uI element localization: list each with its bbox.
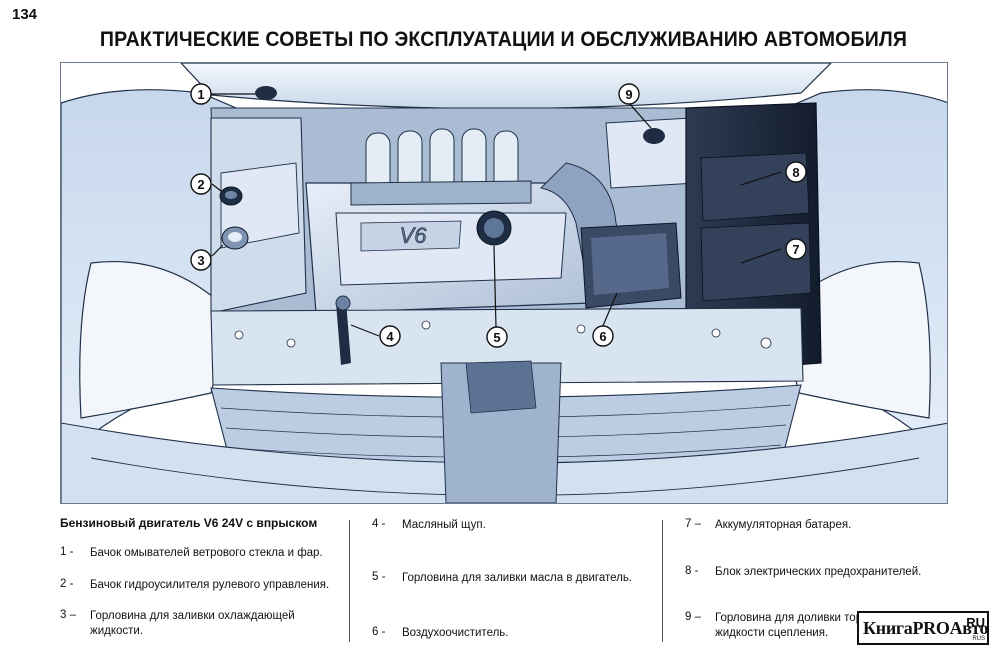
legend-item-text: Бачок омывателей ветрового стекла и фар. bbox=[90, 547, 323, 559]
legend-heading: Бензиновый двигатель V6 24V с впрыском bbox=[60, 516, 318, 530]
legend-item-number: 6 - bbox=[372, 626, 386, 638]
svg-text:7: 7 bbox=[792, 242, 799, 257]
legend-item-5: 5 - Горловина для заливки масла в двигат… bbox=[372, 571, 632, 586]
callout-2: 2 bbox=[190, 173, 212, 195]
legend-item-text: Воздухоочиститель. bbox=[402, 627, 509, 639]
svg-text:5: 5 bbox=[493, 330, 500, 345]
legend-item-2: 2 - Бачок гидроусилителя рулевого управл… bbox=[60, 578, 329, 593]
page-number: 134 bbox=[12, 6, 38, 23]
column-divider bbox=[662, 520, 663, 642]
fuse-box bbox=[700, 152, 810, 222]
engine-bay-drawing: V6 bbox=[61, 63, 947, 503]
lion-emblem bbox=[465, 360, 537, 414]
svg-text:6: 6 bbox=[599, 329, 606, 344]
svg-text:2: 2 bbox=[197, 177, 204, 192]
legend-item-3: 3 – Горловина для заливки охлаждающей жи… bbox=[60, 609, 320, 639]
oil-dipstick bbox=[336, 301, 351, 365]
callout-leader-lines bbox=[211, 93, 782, 337]
legend-item-number: 2 - bbox=[60, 578, 74, 590]
callout-5: 5 bbox=[486, 326, 508, 348]
engine-badge-text: V6 bbox=[400, 223, 428, 248]
callout-6: 6 bbox=[592, 325, 614, 347]
legend-item-text: Горловина для заливки охлаждающей жидкос… bbox=[90, 610, 295, 637]
legend-item-number: 9 – bbox=[685, 611, 701, 623]
legend-item-text: Аккумуляторная батарея. bbox=[715, 519, 852, 531]
legend-item-text: Масляный щуп. bbox=[402, 519, 486, 531]
svg-text:9: 9 bbox=[625, 87, 632, 102]
callout-7: 7 bbox=[785, 238, 807, 260]
callout-1: 1 bbox=[190, 83, 212, 105]
callout-8: 8 bbox=[785, 161, 807, 183]
watermark-brand: КнигаPROАвто bbox=[863, 617, 989, 638]
svg-text:1: 1 bbox=[197, 87, 204, 102]
legend-item-1: 1 - Бачок омывателей ветрового стекла и … bbox=[60, 546, 323, 561]
callout-4: 4 bbox=[379, 325, 401, 347]
legend-item-4: 4 - Масляный щуп. bbox=[372, 518, 486, 533]
legend-column-1: Бензиновый двигатель V6 24V с впрыском 1… bbox=[60, 514, 340, 658]
legend-item-number: 8 - bbox=[685, 565, 699, 577]
legend-item-text: Блок электрических предохранителей. bbox=[715, 566, 922, 578]
legend-item-number: 5 - bbox=[372, 571, 386, 583]
legend-item-text: Горловина для заливки масла в двигатель. bbox=[402, 572, 633, 584]
legend-column-2: 4 - Масляный щуп. 5 - Горловина для зали… bbox=[372, 514, 657, 658]
engine-bay-illustration: V6 bbox=[60, 62, 948, 504]
legend-item-7: 7 – Аккумуляторная батарея. bbox=[685, 518, 851, 533]
hood bbox=[180, 63, 832, 110]
intake-manifold bbox=[365, 128, 519, 194]
watermark-domain: RU bbox=[966, 615, 985, 630]
callout-3: 3 bbox=[190, 249, 212, 271]
legend-item-number: 1 - bbox=[60, 546, 74, 558]
legend-item-6: 6 - Воздухоочиститель. bbox=[372, 626, 508, 641]
page-title: ПРАКТИЧЕСКИЕ СОВЕТЫ ПО ЭКСПЛУАТАЦИИ И ОБ… bbox=[99, 28, 908, 51]
svg-text:4: 4 bbox=[386, 329, 394, 344]
washer-cap bbox=[255, 86, 277, 100]
legend-item-8: 8 - Блок электрических предохранителей. bbox=[685, 565, 921, 580]
legend-item-number: 3 – bbox=[60, 609, 76, 621]
column-divider bbox=[349, 520, 350, 642]
watermark-sub: RUS bbox=[972, 636, 985, 642]
watermark-logo: КнигаPROАвто RU RUS bbox=[857, 611, 989, 645]
svg-text:3: 3 bbox=[197, 253, 204, 268]
left-headlight bbox=[79, 260, 232, 419]
brake-fluid-cap bbox=[643, 128, 665, 144]
v6-badge: V6 bbox=[360, 220, 462, 252]
callout-9: 9 bbox=[618, 83, 640, 105]
front-cross-member bbox=[210, 307, 804, 386]
legend-item-number: 7 – bbox=[685, 518, 701, 530]
legend-item-number: 4 - bbox=[372, 518, 386, 530]
battery bbox=[700, 222, 812, 302]
svg-text:8: 8 bbox=[792, 165, 799, 180]
legend-item-text: Бачок гидроусилителя рулевого управления… bbox=[90, 579, 330, 591]
